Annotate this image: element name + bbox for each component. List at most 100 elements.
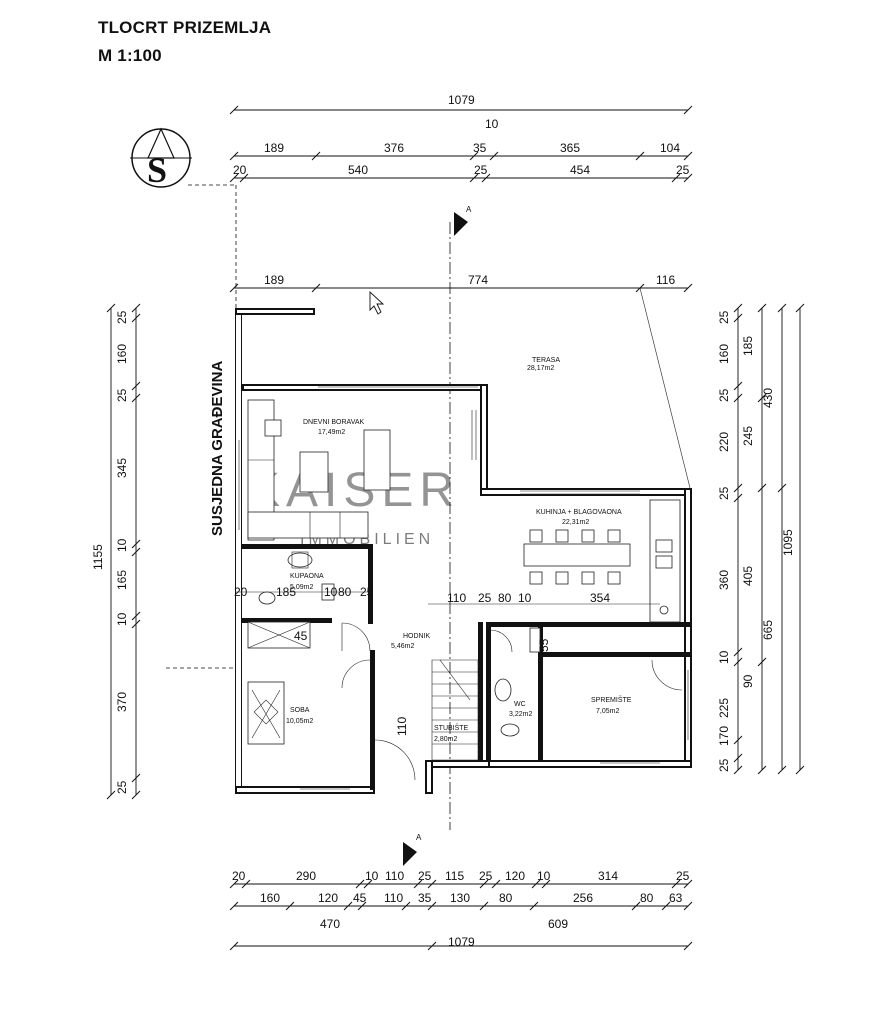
svg-text:370: 370: [115, 692, 129, 712]
dimension-tick: [733, 303, 743, 313]
dimension-tick: [777, 765, 787, 775]
dimension-tick: [311, 151, 321, 161]
dimensions-right: 25 160 25 220 25 360 10 225 170 25 185 2…: [717, 310, 795, 772]
dimension-tick: [131, 393, 141, 403]
svg-text:405: 405: [741, 566, 755, 586]
svg-text:314: 314: [598, 869, 618, 883]
bathroom-fixtures: [247, 551, 335, 649]
svg-text:115: 115: [445, 869, 464, 883]
dimension-tick: [671, 173, 681, 183]
dim-top-r2-4: 25: [676, 163, 690, 177]
room-dnevni-name: DNEVNI BORAVAK: [303, 419, 365, 426]
dimension-tick: [241, 879, 251, 889]
svg-text:130: 130: [450, 891, 470, 905]
dimension-tick: [357, 901, 367, 911]
dim-top-r2-1: 540: [348, 163, 368, 177]
svg-text:35: 35: [418, 891, 432, 905]
dimension-tick: [777, 303, 787, 313]
svg-text:10: 10: [717, 650, 731, 664]
windows: [238, 386, 689, 790]
svg-text:609: 609: [548, 917, 568, 931]
svg-text:665: 665: [761, 620, 775, 640]
dimension-tick: [229, 151, 239, 161]
svg-text:185: 185: [276, 585, 296, 599]
dimension-tick: [635, 151, 645, 161]
room-spremiste-name: SPREMIŠTE: [591, 695, 632, 704]
dimension-tick: [733, 493, 743, 503]
dimension-tick: [733, 647, 743, 657]
dimension-tick: [733, 393, 743, 403]
dimension-ticks: [106, 105, 805, 951]
dimension-tick: [671, 879, 681, 889]
dimension-tick: [355, 879, 365, 889]
dimension-lines: [110, 109, 801, 947]
svg-text:10: 10: [324, 585, 338, 599]
watermark-main: KAISER: [248, 464, 460, 517]
dimension-tick: [733, 657, 743, 667]
dimension-tick: [733, 313, 743, 323]
svg-text:360: 360: [717, 570, 731, 590]
dimension-tick: [469, 173, 479, 183]
svg-text:185: 185: [741, 336, 755, 356]
dimension-tick: [631, 901, 641, 911]
dimension-tick: [106, 790, 116, 800]
room-kupaona-area: 5,09m2: [290, 584, 313, 591]
svg-text:90: 90: [741, 674, 755, 688]
dimension-tick: [239, 173, 249, 183]
svg-text:25: 25: [478, 591, 492, 605]
cursor-icon: [369, 290, 385, 315]
svg-text:430: 430: [761, 388, 775, 408]
dimension-tick: [489, 151, 499, 161]
svg-text:10: 10: [365, 869, 379, 883]
svg-text:220: 220: [717, 432, 731, 452]
svg-text:110: 110: [385, 869, 404, 883]
dim-left-overall: 1155: [91, 544, 105, 570]
svg-text:225: 225: [717, 698, 731, 718]
dimension-tick: [531, 879, 541, 889]
drawing-scale: M 1:100: [98, 46, 162, 65]
dimension-tick: [427, 879, 437, 889]
dimension-tick: [683, 283, 693, 293]
room-wc-name: WC: [514, 701, 526, 708]
dimension-tick: [401, 901, 411, 911]
room-spremiste-area: 7,05m2: [596, 708, 619, 715]
doors: [341, 622, 683, 781]
dimension-tick: [131, 539, 141, 549]
svg-text:110: 110: [395, 717, 409, 736]
dimensions-left: 25 160 25 345 10 165 10 370 25 1155: [91, 310, 129, 794]
svg-text:45: 45: [353, 891, 367, 905]
dimension-tick: [229, 941, 239, 951]
dimension-tick: [363, 879, 373, 889]
dimension-tick: [683, 879, 693, 889]
svg-text:10: 10: [115, 612, 129, 626]
dimension-tick: [733, 381, 743, 391]
room-dnevni-area: 17,49m2: [318, 429, 345, 436]
dim-top-r2-0: 20: [233, 163, 247, 177]
dimension-tick: [479, 879, 489, 889]
room-kuhinja-area: 22,31m2: [562, 519, 589, 526]
svg-text:20: 20: [232, 869, 246, 883]
dimension-tick: [757, 483, 767, 493]
dim-top-r1-3: 365: [560, 141, 580, 155]
svg-text:20: 20: [234, 585, 248, 599]
stairs: [431, 659, 479, 761]
dimension-tick: [131, 619, 141, 629]
dim-top-r1-0: 189: [264, 141, 284, 155]
dimension-tick: [413, 879, 423, 889]
dimension-tick: [427, 941, 437, 951]
svg-text:10: 10: [115, 538, 129, 552]
dim-top-extra: 10: [485, 117, 499, 131]
living-room-furniture: [247, 399, 391, 541]
dimension-tick: [541, 879, 551, 889]
svg-text:165: 165: [115, 570, 129, 590]
svg-text:80: 80: [499, 891, 513, 905]
dim-top-r3-2: 116: [656, 273, 675, 287]
dimension-tick: [777, 483, 787, 493]
dim-top-overall: 1079: [448, 93, 475, 107]
section-marker-bottom: A: [403, 833, 422, 866]
room-stubiste-area: 2,80m2: [434, 736, 457, 743]
kitchen-furniture: [523, 499, 681, 623]
dimensions-top: 1079 10 189 376 35 365 104 20 540 25 454…: [233, 93, 690, 287]
dimension-tick: [479, 901, 489, 911]
